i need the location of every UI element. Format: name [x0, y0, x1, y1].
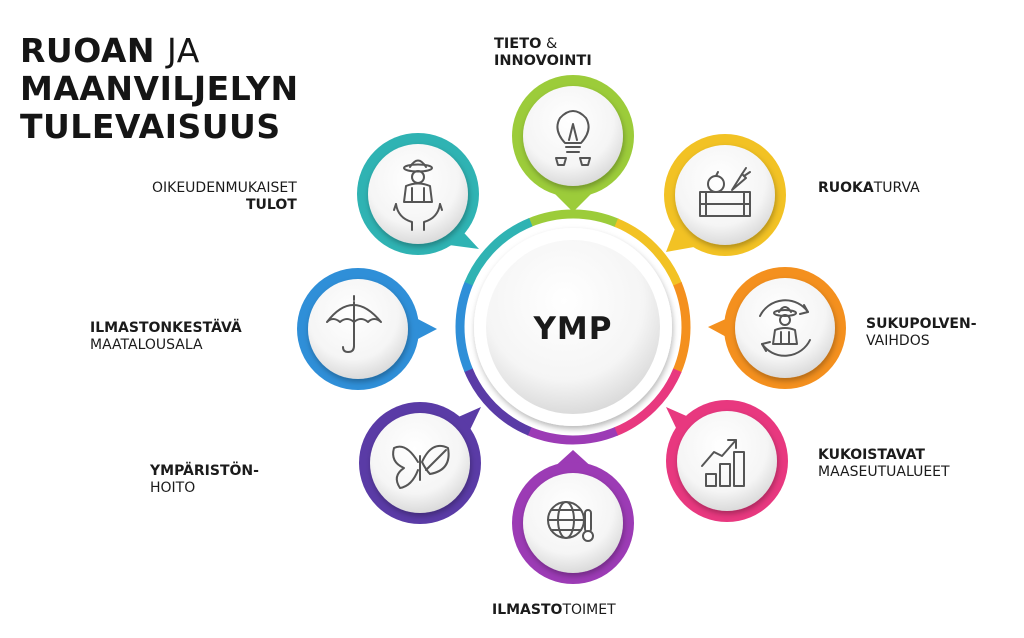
node-ilmastotoimet	[512, 450, 634, 584]
hub-ring-segment-kukoistavat	[613, 368, 682, 437]
label-bold: KUKOISTAVAT	[818, 447, 925, 463]
hub-ring-segment-ymparisto	[463, 367, 532, 436]
hub-ring-segment-ilmasto	[455, 280, 474, 372]
hub-ring-segment-sukupolvenvaihdos	[672, 282, 691, 374]
node-disc	[677, 411, 777, 511]
node-disc	[368, 144, 468, 244]
label-tieto-innovointi: TIETO & INNOVOINTI	[494, 36, 592, 70]
label-ilmastotoimet: ILMASTOTOIMET	[492, 602, 616, 619]
label-regular: MAATALOUSALA	[90, 337, 203, 353]
hub-disc	[486, 240, 660, 414]
title-word-ja: JA	[167, 31, 200, 70]
title-line-3: TULEVAISUUS	[20, 107, 281, 146]
title-line-1: RUOAN JA	[20, 32, 299, 70]
node-pointer	[456, 407, 481, 432]
node-oikeudenmukaiset-tulot	[357, 133, 479, 255]
label-regular: OIKEUDENMUKAISET	[152, 180, 297, 196]
label-bold-line2: INNOVOINTI	[494, 53, 592, 69]
globe-thermometer-icon	[547, 501, 594, 542]
page-title: RUOAN JA MAANVILJELYN TULEVAISUUS	[20, 32, 299, 146]
node-disc	[675, 145, 775, 245]
label-bold: TIETO	[494, 36, 542, 52]
label-regular: TOIMET	[562, 602, 616, 618]
butterfly-leaf-icon	[392, 444, 450, 489]
hub-ring-segment-tieto	[528, 209, 620, 228]
label-bold: ILMASTONKESTÄVÄ	[90, 320, 242, 336]
node-pointer	[666, 407, 691, 432]
farmer-cycle-icon	[759, 299, 811, 357]
farmer-hands-icon	[393, 159, 443, 231]
node-pointer	[414, 317, 437, 341]
node-disc	[308, 279, 408, 379]
node-pointer	[666, 226, 694, 252]
label-regular: TURVA	[873, 180, 920, 196]
label-ruokaturva: RUOKATURVA	[818, 180, 920, 197]
label-bold: YMPÄRISTÖN-	[150, 463, 259, 479]
umbrella-icon	[326, 295, 382, 353]
label-regular: HOITO	[150, 480, 196, 496]
label-bold: SUKUPOLVEN-	[866, 316, 977, 332]
label-bold: RUOKA	[818, 180, 874, 196]
title-line-2: MAANVILJELYN	[20, 69, 299, 108]
node-kukoistavat-maaseutualueet	[666, 400, 788, 522]
label-regular: VAIHDOS	[866, 333, 930, 349]
node-tieto-innovointi	[512, 75, 634, 212]
hub-color-ring	[455, 209, 691, 445]
lightbulb-icon	[555, 110, 591, 166]
title-word-ruoan: RUOAN	[20, 31, 156, 70]
label-bold: TULOT	[245, 197, 297, 213]
node-ilmastonkestava-maatalousala	[297, 268, 437, 390]
label-sukupolvenvaihdos: SUKUPOLVEN- VAIHDOS	[866, 316, 977, 350]
label-bold: ILMASTO	[492, 602, 563, 618]
label-regular: MAASEUTUALUEET	[818, 464, 950, 480]
label-ilmastonkestava-maatalousala: ILMASTONKESTÄVÄ MAATALOUSALA	[90, 320, 242, 354]
label-oikeudenmukaiset-tulot: OIKEUDENMUKAISET TULOT	[152, 180, 297, 214]
label-ymparistonhoito: YMPÄRISTÖN- HOITO	[150, 463, 259, 497]
center-label: YMP	[532, 311, 612, 347]
hub-ring-segment-oikeudenmukaiset	[464, 217, 533, 286]
node-ruokaturva	[664, 134, 786, 256]
hub-ring-segment-ilmastotoimet	[526, 426, 618, 445]
label-regular: &	[546, 36, 558, 52]
label-kukoistavat-maaseutualueet: KUKOISTAVAT MAASEUTUALUEET	[818, 447, 950, 481]
produce-crate-icon	[699, 167, 751, 217]
node-ymparistonhoito	[359, 402, 481, 524]
node-disc	[523, 86, 623, 186]
hub-ring-segment-ruokaturva	[614, 218, 683, 287]
center-hub: YMP	[455, 209, 691, 445]
node-sukupolvenvaihdos	[708, 267, 846, 389]
growth-chart-icon	[701, 439, 745, 487]
